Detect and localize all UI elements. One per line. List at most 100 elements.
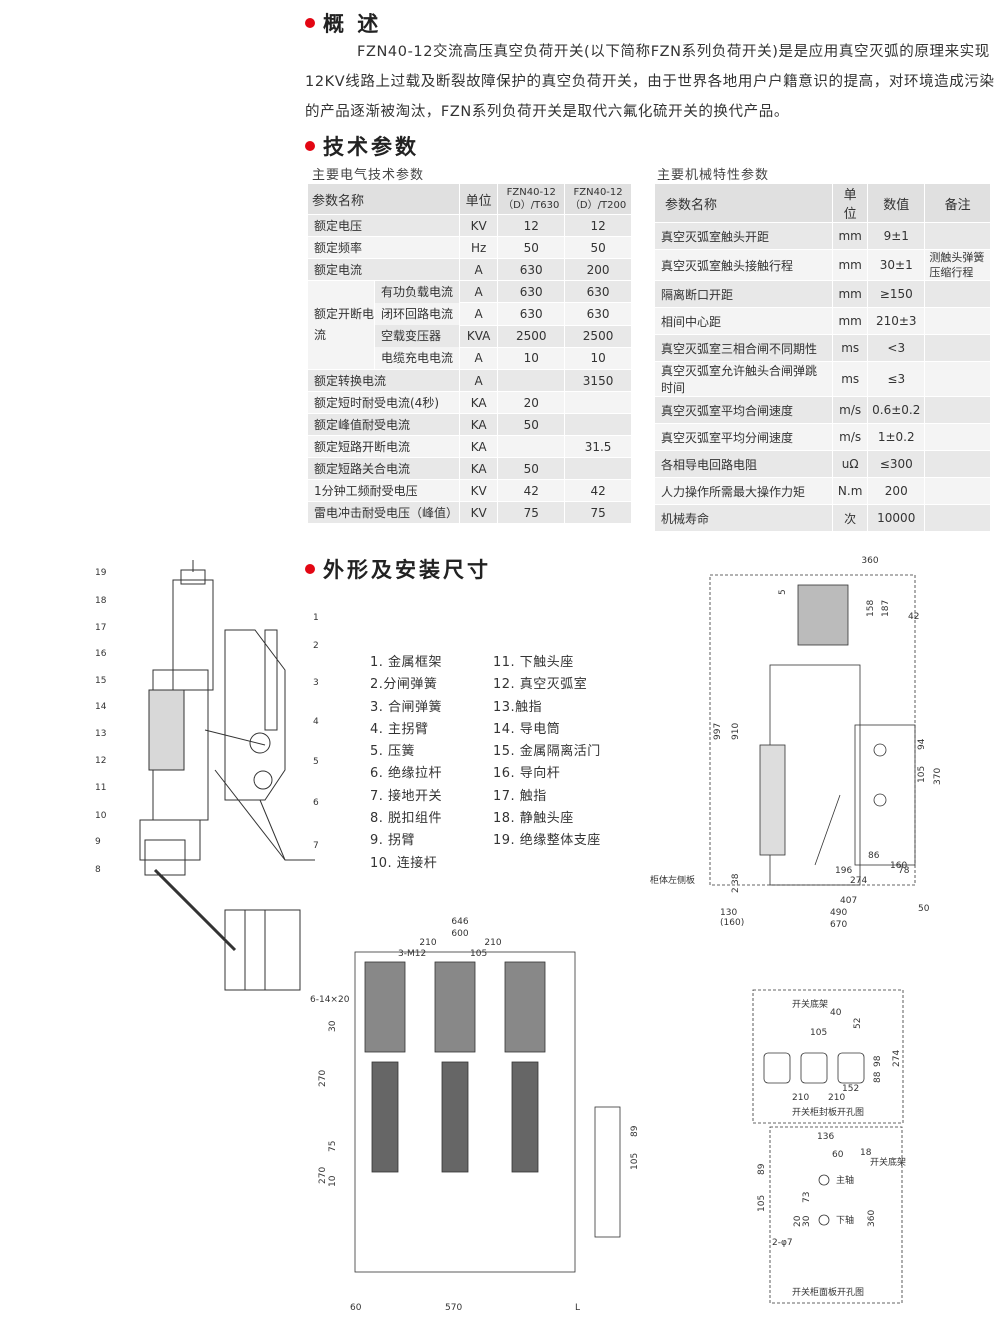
dimension-label: 2	[731, 887, 741, 893]
legend-item: 13.触指	[493, 699, 543, 715]
dimension-label: 360	[861, 556, 878, 566]
value-t200: 630	[564, 280, 632, 304]
param-name: 真空灭弧室触头接触行程	[655, 249, 834, 281]
dimension-label: 670	[830, 920, 847, 930]
legend-item: 15. 金属隔离活门	[493, 744, 601, 760]
dimension-label: 38	[731, 873, 741, 885]
dimension-label: 210	[419, 938, 436, 948]
value-t200: 3150	[564, 369, 632, 392]
vacuum-interrupter	[148, 689, 185, 771]
dimension-label: 19	[95, 568, 107, 578]
value-t630: 630	[497, 280, 566, 304]
param-unit: KA	[459, 435, 499, 458]
param-unit: m/s	[832, 423, 869, 451]
param-note: 测触头弹簧压缩行程	[924, 249, 991, 281]
cutout-b	[800, 1052, 828, 1084]
mechanical-caption: 主要机械特性参数	[657, 168, 770, 183]
header-note: 备注	[924, 184, 991, 223]
dimension-label: 8	[95, 865, 101, 875]
dimension-label: 18	[95, 596, 107, 606]
dimension-label: 360	[867, 1210, 877, 1227]
sub-param-name: 电缆充电电流	[375, 347, 459, 369]
dimension-label: 570	[445, 1303, 462, 1313]
param-name: 额定峰值耐受电流	[308, 413, 460, 436]
dimensions-title: 外形及安装尺寸	[305, 554, 491, 584]
dimension-label: 73	[802, 1192, 812, 1203]
dimension-label: 997	[713, 723, 723, 740]
param-unit: KA	[459, 457, 499, 480]
param-name: 真空灭弧室平均分闸速度	[655, 423, 834, 451]
param-name: 真空灭弧室三相合闸不同期性	[655, 334, 834, 362]
value-t630: 2500	[497, 325, 566, 348]
value-t200: 630	[564, 302, 632, 326]
overview-text: FZN40-12交流高压真空负荷开关(以下简称FZN系列负荷开关)是是应用真空灭…	[305, 44, 995, 120]
overview-title: 概 述	[305, 8, 381, 38]
dimension-label: 910	[731, 723, 741, 740]
dimension-label: 10	[95, 811, 107, 821]
value-t630: 50	[497, 413, 566, 436]
param-unit: A	[459, 347, 499, 371]
dimension-label: 5	[778, 589, 788, 595]
param-unit: KV	[459, 214, 499, 237]
param-name: 额定转换电流	[308, 369, 460, 392]
sub-param-name: 空载变压器	[375, 325, 459, 347]
group-cell: 额定开断电流有功负载电流闭环回路电流空载变压器电缆充电电流	[308, 280, 460, 370]
insulator-a	[364, 961, 406, 1053]
param-name: 相间中心距	[655, 307, 834, 335]
value-t630: 20	[497, 391, 566, 414]
param-value: <3	[867, 334, 926, 362]
param-name: 真空灭弧室触头开距	[655, 222, 834, 250]
dimension-label: 105	[470, 949, 487, 959]
dimension-label: 88	[873, 1071, 883, 1083]
value-t630: 630	[497, 302, 566, 326]
param-unit: A	[459, 258, 499, 281]
value-t630: 10	[497, 347, 566, 371]
dimension-label: 50	[918, 904, 930, 914]
legend-item: 1. 金属框架	[370, 655, 443, 670]
param-unit: mm	[832, 307, 869, 335]
dimension-label: 30	[802, 1215, 812, 1227]
dimension-label: 下轴	[836, 1214, 854, 1226]
param-note	[924, 307, 991, 335]
param-value: 210±3	[867, 307, 926, 335]
dimension-label: 196	[835, 866, 852, 876]
header-value: 数值	[867, 184, 926, 223]
param-unit: Hz	[459, 236, 499, 259]
dimension-label: 柜体左侧板	[650, 874, 695, 886]
electrical-table: 参数名称 单位 FZN40-12（D）/T630 FZN40-12（D）/T20…	[308, 184, 632, 524]
dimension-label: 407	[840, 896, 857, 906]
header-unit: 单位	[459, 184, 499, 215]
param-unit: 次	[832, 504, 869, 532]
param-unit: KA	[459, 413, 499, 436]
insulation-support	[172, 579, 214, 691]
header-t200: FZN40-12（D）/T200	[564, 184, 632, 215]
dimension-label: 158	[866, 600, 876, 617]
legend-item: 10. 连接杆	[370, 855, 438, 871]
dimension-label: (160)	[720, 918, 744, 928]
dimension-label: 5	[313, 757, 319, 767]
param-name: 额定频率	[308, 236, 460, 259]
param-value: 9±1	[867, 222, 926, 250]
dimension-label: 274	[892, 1050, 902, 1067]
param-value: 0.6±0.2	[867, 396, 926, 424]
group-name: 额定开断电流	[314, 307, 375, 342]
param-note	[924, 396, 991, 424]
param-unit: m/s	[832, 396, 869, 424]
legend-item: 19. 绝缘整体支座	[493, 833, 601, 849]
param-unit: N.m	[832, 477, 869, 505]
param-value: 10000	[867, 504, 926, 532]
param-value: 30±1	[867, 249, 926, 281]
param-name: 真空灭弧室平均合闸速度	[655, 396, 834, 424]
dimension-label: 160	[890, 861, 907, 871]
